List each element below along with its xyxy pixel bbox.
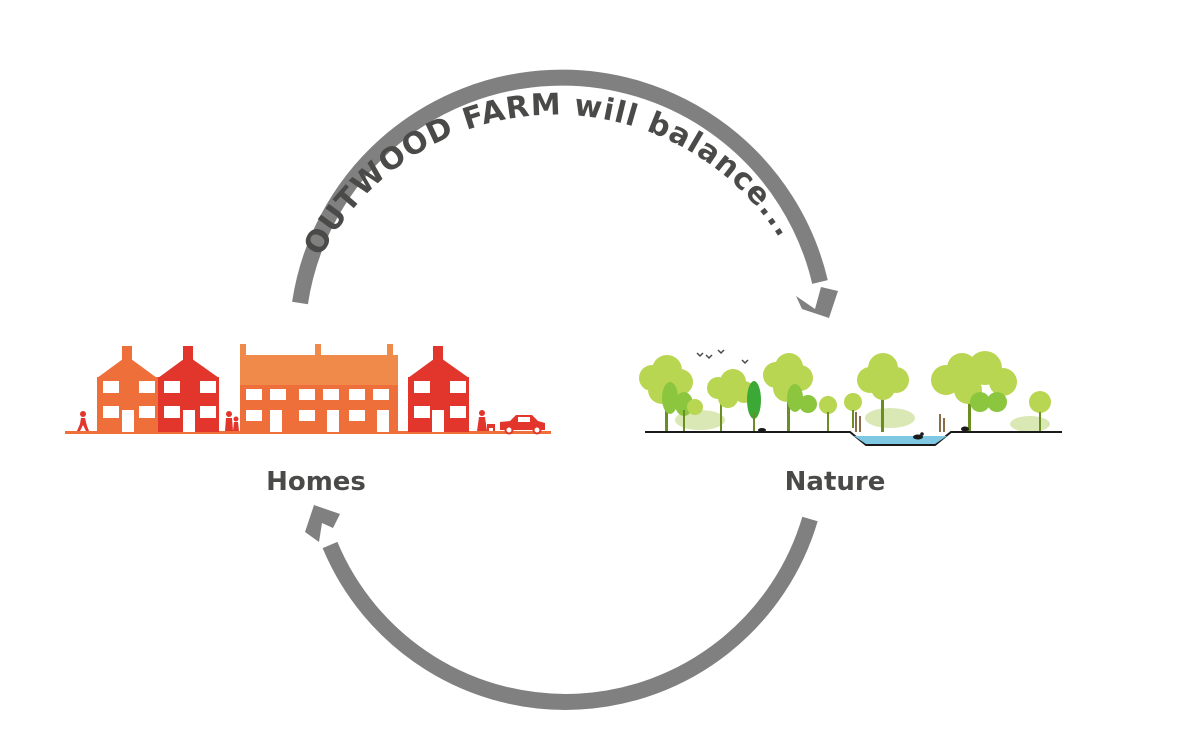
tree-group-3 (763, 353, 862, 432)
bottom-curved-arrow-icon (305, 505, 810, 702)
car-icon (500, 415, 545, 434)
person-with-dog-icon (477, 410, 495, 431)
trees-wetland-illustration (639, 350, 1062, 445)
house-2 (158, 346, 219, 432)
birds-icon (697, 350, 748, 363)
terrace-block (240, 344, 398, 432)
family-icon (225, 411, 239, 431)
homes-label: Homes (266, 467, 366, 497)
house-1 (97, 346, 158, 432)
ground-line (645, 432, 1062, 445)
diagram-title: OUTWOOD FARM will balance... (297, 87, 803, 261)
person-walking-icon (77, 411, 89, 431)
nature-label: Nature (785, 467, 886, 497)
house-3 (408, 346, 469, 432)
pond-water (854, 436, 947, 444)
terraced-houses-illustration (65, 344, 551, 434)
